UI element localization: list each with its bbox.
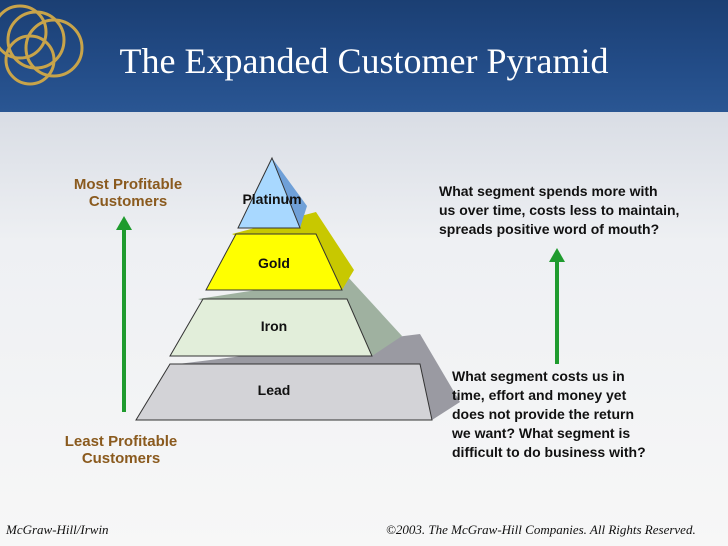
title-band [0,0,728,112]
most-profitable-line-1: Most Profitable [73,176,183,193]
tier-label-iron: Iron [260,318,288,334]
question-bottom: What segment costs us in time, effort an… [452,367,646,462]
question-bottom-line: does not provide the return [452,406,635,422]
least-profitable-label: Least Profitable Customers [36,433,206,467]
iron-tier [169,298,373,357]
question-top-line: What segment spends more with [439,183,658,199]
platinum-tier [237,156,301,229]
up-arrow-icon [549,248,565,262]
question-bottom-line: What segment costs us in [452,368,625,384]
question-top-line: us over time, costs less to maintain, [439,202,680,218]
tier-label-platinum: Platinum [242,191,302,207]
question-top-line: spreads positive word of mouth? [439,221,660,237]
most-profitable-line-2: Customers [88,193,168,210]
most-profitable-label: Most Profitable Customers [46,176,210,210]
up-arrow-icon [116,216,132,230]
least-profitable-line-2: Customers [81,450,161,467]
footer-right: ©2003. The McGraw-Hill Companies. All Ri… [386,522,696,537]
lead-tier [135,363,433,421]
question-bottom-line: we want? What segment is [452,425,631,441]
platinum-side [272,158,307,228]
tier-label-gold: Gold [258,255,290,271]
gold-tier [205,233,343,291]
question-top: What segment spends more with us over ti… [439,182,679,239]
least-profitable-line-1: Least Profitable [64,433,178,450]
question-bottom-line: time, effort and money yet [452,387,627,403]
decorative-rings-icon [0,4,84,86]
question-bottom-line: difficult to do business with? [452,444,646,460]
footer-left: McGraw-Hill/Irwin [6,522,109,537]
tier-label-lead: Lead [257,382,291,398]
page-title: The Expanded Customer Pyramid [119,41,609,81]
